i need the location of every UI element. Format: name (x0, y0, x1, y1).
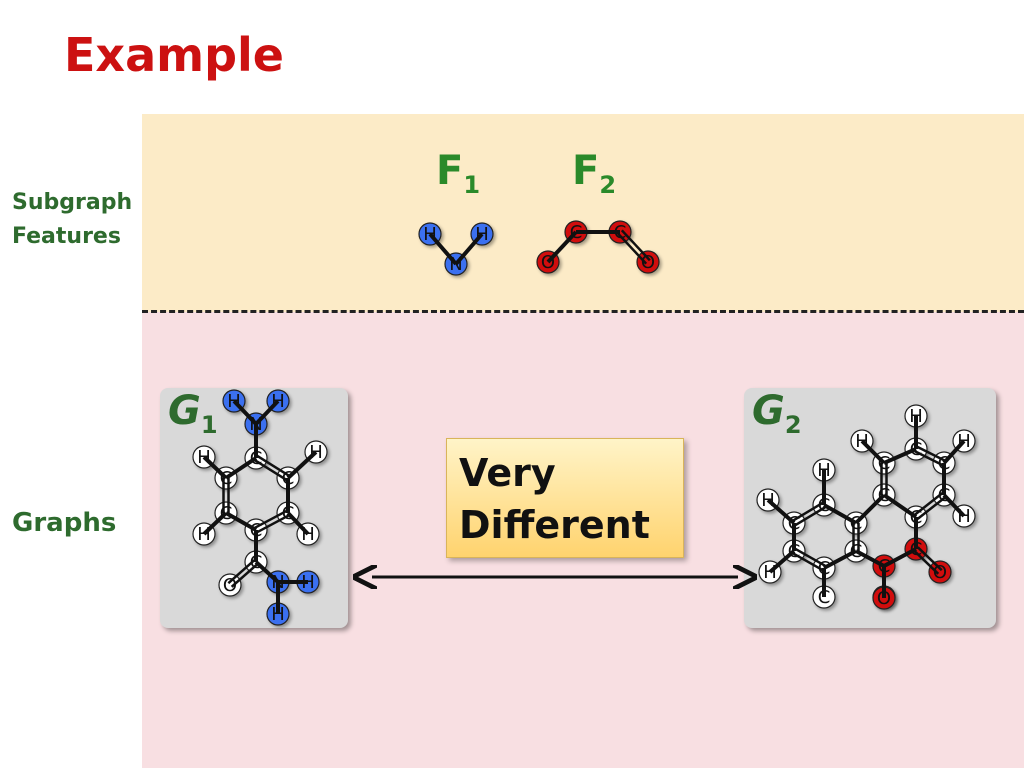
g2-bond-24-line1 (916, 546, 943, 572)
f2-atom-o: O (636, 250, 660, 274)
g1-bond-1 (254, 399, 280, 426)
g1-subscript: 1 (200, 411, 218, 439)
molecule-f2: CCOO (536, 220, 660, 274)
g2-atom-label: O (933, 562, 947, 583)
g1-bond-14-line1 (230, 562, 259, 588)
g1-atom-o: O (218, 573, 242, 597)
g2-letter: G (752, 388, 785, 434)
g1-bond-0 (232, 399, 258, 426)
slide-title: Example (64, 28, 284, 82)
g1-bond-8-line2 (254, 509, 288, 529)
f2-bond-1 (546, 230, 578, 264)
callout-line2: Different (459, 503, 650, 547)
subgraph-features-label: Subgraph Features (12, 186, 142, 254)
g1-bond-15 (254, 560, 280, 584)
f2-bond-2-line2 (617, 232, 648, 265)
g2-bond-24-line2 (913, 549, 940, 575)
g1-bond-4-line1 (256, 454, 290, 477)
g2-bond-11 (766, 498, 796, 525)
g1-atom-label: O (223, 575, 237, 596)
feature-f2-label: F2 (572, 148, 616, 199)
g1-bond-7 (225, 511, 257, 532)
molecule-g2: HHCHCCCCCHHCHCCCCCHCHCCOO (756, 404, 976, 610)
g2-atom-o: O (928, 560, 952, 584)
g2-bond-20 (854, 493, 886, 525)
g2-bond-12-line1 (794, 506, 826, 527)
f2-bond-2-line1 (620, 229, 651, 262)
f2-subscript: 2 (599, 171, 617, 199)
f1-bond-1 (454, 232, 484, 266)
feature-f1-label: F1 (436, 148, 480, 199)
dashed-divider (142, 310, 1024, 313)
f2-letter: F (572, 148, 600, 194)
g1-bond-8-line1 (256, 514, 290, 534)
g2-bond-2 (942, 439, 966, 465)
molecule-f1: HHN (418, 222, 494, 276)
g1-bond-3 (224, 456, 258, 480)
g2-bond-1 (860, 439, 886, 465)
graph-g2-label: G2 (752, 388, 802, 439)
g2-bond-3 (883, 447, 917, 465)
subgraph-label-line1: Subgraph (12, 190, 133, 215)
callout-line1: Very (459, 451, 556, 495)
g2-bond-9 (942, 493, 966, 518)
features-band (142, 114, 1024, 312)
g1-bond-9 (202, 455, 228, 480)
g2-bond-8-line1 (916, 495, 947, 520)
f2-atom-label: O (641, 252, 655, 273)
g2-atom-label: O (877, 588, 891, 609)
f1-bond-0 (428, 232, 458, 266)
g1-bond-11 (202, 511, 228, 536)
graphs-label: Graphs (12, 508, 117, 538)
g2-bond-16-line1 (794, 547, 826, 567)
g2-atom-label: H (763, 562, 777, 583)
g2-subscript: 2 (784, 411, 802, 439)
g1-bond-12 (286, 511, 310, 536)
f2-atom-circle (636, 250, 660, 274)
g2-bond-18 (768, 549, 796, 574)
g2-bond-22 (883, 547, 917, 568)
graph-g1-label: G1 (168, 388, 218, 439)
g1-bond-4-line2 (254, 459, 288, 482)
molecule-g1: HHNCCCCCCHHHHCONHH (192, 389, 328, 626)
g2-bond-21 (855, 549, 885, 568)
g2-bond-4-line1 (916, 445, 946, 462)
very-different-callout: Very Different (446, 438, 684, 558)
g1-atom-circle (218, 573, 242, 597)
g1-letter: G (168, 388, 201, 434)
g2-atom-label: C (818, 587, 831, 608)
g1-bond-10 (286, 450, 318, 480)
g2-bond-13 (823, 503, 857, 525)
subgraph-label-line2: Features (12, 224, 121, 249)
g2-bond-16-line2 (792, 552, 824, 572)
g2-bond-7 (882, 493, 918, 519)
g1-bond-14-line2 (227, 559, 256, 585)
g2-bond-4-line2 (914, 450, 944, 467)
g2-atom-circle (928, 560, 952, 584)
g2-bond-8-line2 (913, 492, 944, 517)
g1-atom-label: H (271, 604, 285, 625)
g2-atom-o: O (872, 586, 896, 610)
f1-subscript: 1 (463, 171, 481, 199)
g2-bond-12-line2 (792, 501, 824, 522)
g2-bond-17 (823, 549, 857, 570)
f1-letter: F (436, 148, 464, 194)
